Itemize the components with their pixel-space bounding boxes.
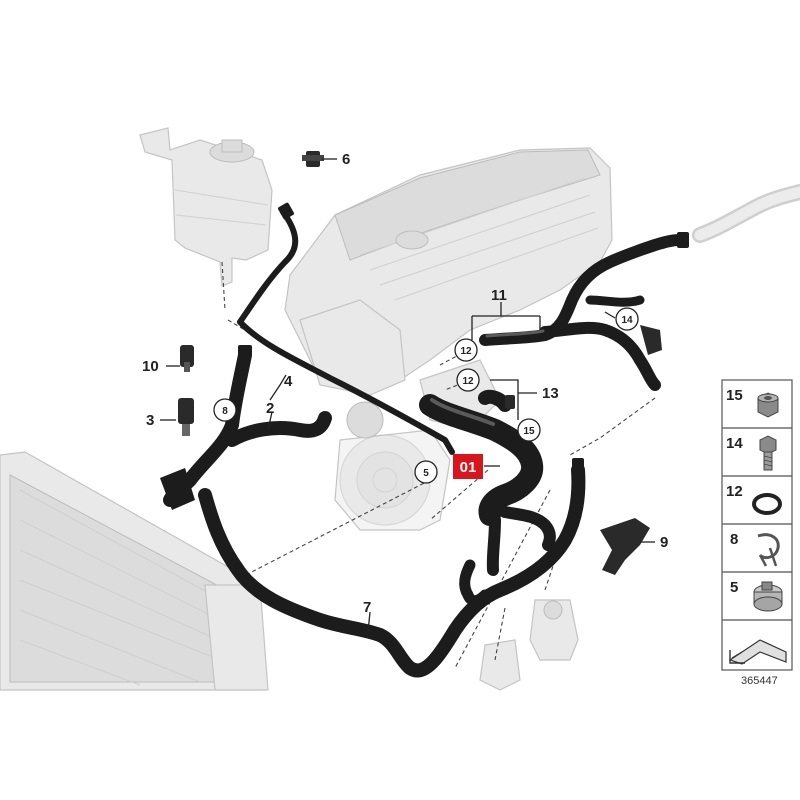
legend-label: 12 — [726, 483, 743, 500]
coolant-hoses — [163, 202, 689, 678]
svg-text:12: 12 — [462, 376, 474, 387]
arrow-direction-icon — [728, 639, 787, 665]
callout-label: 2 — [266, 400, 274, 417]
bleed-screw-part — [302, 151, 324, 167]
svg-text:14: 14 — [621, 315, 633, 326]
legend-label: 5 — [730, 579, 738, 596]
callout-label: 10 — [142, 358, 159, 375]
hose-7 — [198, 463, 586, 678]
sensor-part-3 — [178, 398, 194, 436]
vent-hose — [237, 209, 455, 455]
circled-callout: 15 — [517, 418, 541, 442]
circled-callouts: 14 12 12 8 15 5 — [213, 307, 639, 484]
parts-legend: 15 14 12 8 — [721, 379, 793, 671]
callout-label: 9 — [660, 534, 668, 551]
hose-01 — [419, 394, 544, 526]
circled-callout: 12 — [454, 338, 478, 362]
hose-13 — [478, 389, 512, 412]
callout-label: 6 — [342, 151, 350, 168]
radiator-ghost — [0, 451, 269, 691]
bracket-clip-part — [600, 518, 650, 575]
dashed-routing-lines — [221, 261, 656, 669]
legend-row: 8 — [730, 531, 780, 567]
legend-label: 8 — [730, 531, 738, 548]
legend-row: 15 — [726, 387, 779, 418]
legend-row: 14 — [726, 435, 777, 471]
engine-ghost — [284, 147, 613, 531]
highlight-label: 01 — [460, 459, 477, 476]
hex-bolt-icon — [759, 435, 777, 471]
thermostat-ghost — [479, 599, 579, 691]
o-ring-icon — [752, 493, 782, 515]
circled-callout: 14 — [615, 307, 639, 331]
expansion-tank-ghost — [139, 127, 273, 287]
callout-labels: 6 11 10 4 2 3 13 9 7 — [142, 151, 668, 616]
svg-text:15: 15 — [523, 426, 535, 437]
circled-callout: 12 — [456, 368, 480, 392]
svg-text:8: 8 — [222, 406, 228, 417]
legend-label: 15 — [726, 387, 743, 404]
callout-label: 7 — [363, 599, 371, 616]
circled-callout: 8 — [213, 398, 237, 422]
legend-row: 12 — [726, 483, 782, 515]
document-number: 365447 — [741, 675, 778, 687]
highlight-callout: 01 — [453, 454, 483, 479]
callout-label: 3 — [146, 412, 154, 429]
spring-clip-icon — [757, 533, 780, 567]
circled-callout: 5 — [414, 460, 438, 484]
callout-label: 13 — [542, 385, 559, 402]
highlight-badge — [453, 454, 483, 479]
hex-nut-icon — [757, 392, 779, 418]
legend-row: 5 — [730, 579, 783, 612]
small-parts — [160, 151, 662, 575]
svg-text:5: 5 — [423, 468, 429, 479]
callout-label: 11 — [491, 287, 507, 304]
heater-pipe-ghost — [692, 184, 800, 243]
callout-label: 4 — [284, 373, 293, 390]
sensor-part-10 — [180, 345, 194, 372]
svg-text:12: 12 — [460, 346, 472, 357]
hose-clamp-icon — [753, 581, 783, 612]
legend-label: 14 — [726, 435, 743, 452]
leader-lines — [160, 158, 655, 633]
